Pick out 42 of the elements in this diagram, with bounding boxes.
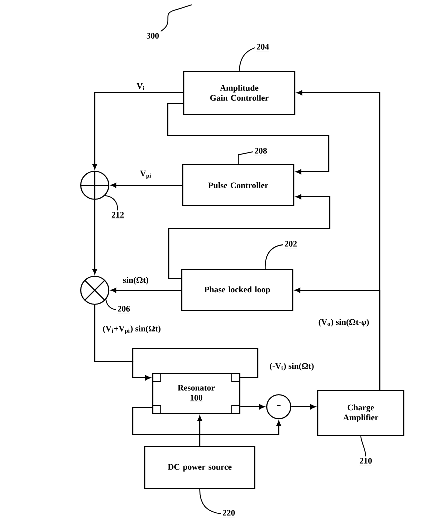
arrow	[292, 404, 316, 410]
arrow	[197, 416, 203, 446]
reference-number: 202	[284, 241, 298, 248]
leader-line	[238, 152, 254, 165]
signal-label: (-V$_{i}$) sin(Ωt)	[268, 362, 316, 372]
arrow	[92, 200, 98, 274]
arrow	[92, 92, 184, 170]
process-box: Charge Amplifier	[317, 390, 405, 437]
arrow	[111, 288, 182, 294]
reference-number: 300	[146, 33, 160, 39]
arrow	[295, 288, 381, 390]
reference-number: 212	[111, 212, 125, 220]
process-box: Pulse Controller	[182, 164, 295, 207]
arrow	[132, 407, 282, 436]
edge-label: (V$_{o}$) sin(Ωt-φ)	[318, 318, 370, 328]
process-box: Phase locked loop	[181, 269, 294, 312]
reference-number: 206	[117, 306, 131, 314]
edge-label: sin(Ωt)	[122, 276, 150, 286]
arrow	[94, 305, 151, 381]
reference-number: 204	[256, 44, 270, 52]
process-box: DC power source	[144, 446, 256, 490]
leader-line	[200, 489, 222, 514]
arrow	[168, 194, 331, 280]
reference-number: 210	[359, 458, 373, 466]
process-box: Amplitude Gain Controller	[183, 70, 296, 116]
leader-line	[265, 244, 284, 270]
arrow	[111, 182, 182, 188]
multiplier-junction	[80, 276, 110, 306]
leader-line	[360, 436, 366, 458]
edge-label: V$_{pi}$	[139, 170, 153, 180]
resonator-box: Resonator 100	[152, 373, 241, 415]
summing-junction	[80, 170, 110, 200]
leader-line	[239, 48, 256, 72]
reference-number: 208	[254, 148, 268, 156]
arrow	[240, 404, 265, 410]
arrow	[167, 103, 330, 175]
edge-label: (V$_{i}$+V$_{pi}$) sin(Ωt)	[102, 324, 162, 336]
leader-line	[104, 195, 118, 212]
leader-line	[106, 299, 117, 310]
edge-label: V$_{i}$	[136, 82, 146, 92]
leader-line	[160, 4, 192, 32]
reference-number: 220	[222, 510, 236, 518]
